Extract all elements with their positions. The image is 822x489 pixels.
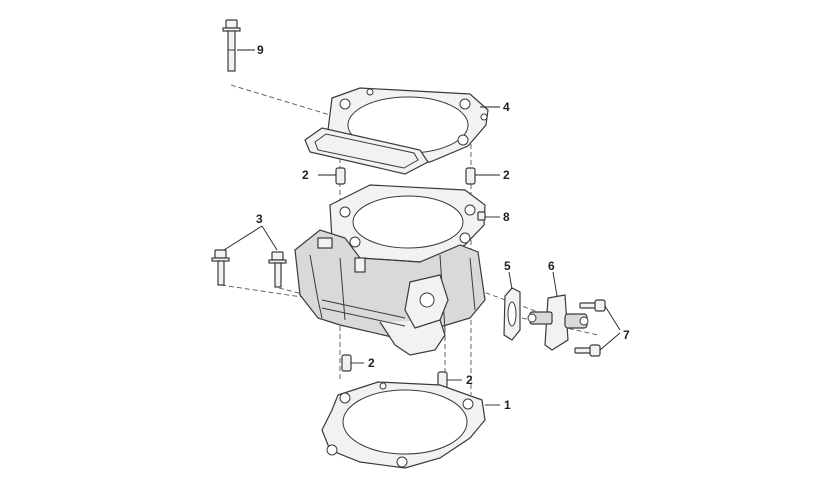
- callout-2-lower-left: 2: [368, 356, 375, 370]
- dowel-pin-lower-left: [341, 354, 352, 372]
- callout-1: 1: [504, 398, 511, 412]
- callout-2-lower-right: 2: [466, 373, 473, 387]
- head-gasket-part-4: [304, 87, 489, 175]
- bolt-part-3-right: [268, 251, 287, 288]
- cylinder-block: [294, 184, 486, 356]
- callout-8: 8: [503, 210, 510, 224]
- callout-3: 3: [256, 212, 263, 226]
- base-gasket-part-1: [321, 381, 486, 469]
- screw-part-8: [477, 211, 486, 221]
- bolt-part-7-upper: [579, 299, 606, 312]
- callout-labels: 9 4 2 2 8 3 5 6 7 2 2 1: [256, 43, 630, 412]
- bolt-part-9: [222, 19, 241, 72]
- callout-5: 5: [504, 259, 511, 273]
- bolt-part-7-lower: [574, 344, 601, 357]
- dowel-pin-upper-left: [335, 167, 346, 185]
- callout-9: 9: [257, 43, 264, 57]
- tensioner-part-6: [527, 294, 589, 351]
- callout-2-upper-right: 2: [503, 168, 510, 182]
- callout-6: 6: [548, 259, 555, 273]
- leader-lines: [223, 49, 621, 406]
- callout-2-upper-left: 2: [302, 168, 309, 182]
- callout-7: 7: [623, 328, 630, 342]
- gasket-part-5: [503, 287, 521, 341]
- dowel-pin-upper-right: [465, 167, 476, 185]
- bolt-part-3-left: [211, 249, 230, 286]
- callout-4: 4: [503, 100, 510, 114]
